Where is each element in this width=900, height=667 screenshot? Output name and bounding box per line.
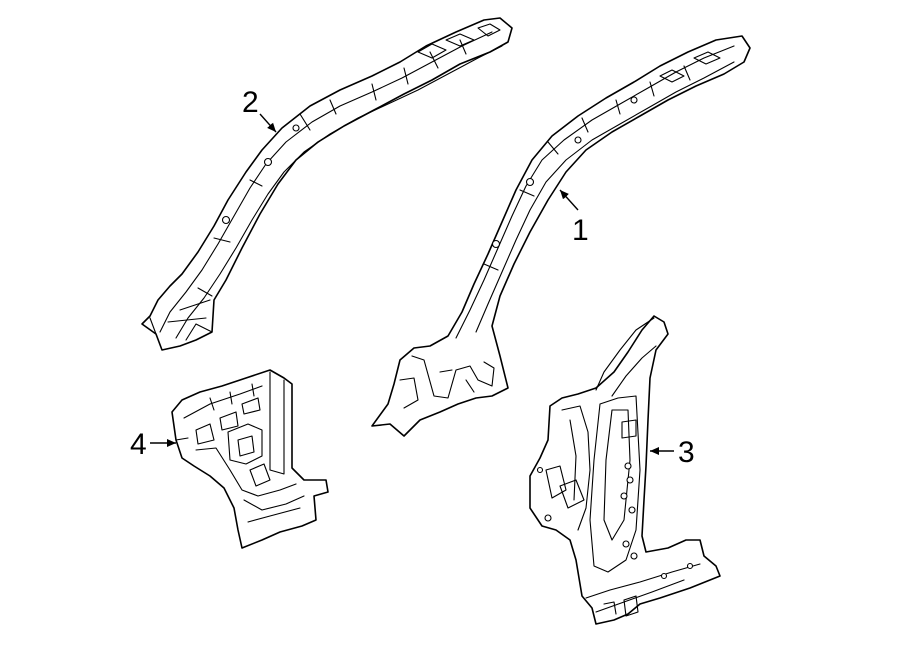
callout-2-arrow	[259, 113, 277, 133]
callout-2: 2	[242, 86, 277, 133]
part-3-pillar	[529, 315, 721, 625]
part-1-pillar	[371, 35, 751, 437]
callout-4: 4	[130, 428, 176, 461]
callout-3-label: 3	[678, 436, 695, 469]
callout-2-label: 2	[242, 86, 259, 119]
callout-1-arrow	[559, 189, 579, 211]
part-4-bracket	[171, 369, 329, 549]
callout-1: 1	[559, 189, 589, 247]
callout-3: 3	[650, 436, 695, 469]
callout-4-label: 4	[130, 428, 147, 461]
part-2-pillar	[141, 17, 513, 351]
callout-1-label: 1	[572, 214, 589, 247]
